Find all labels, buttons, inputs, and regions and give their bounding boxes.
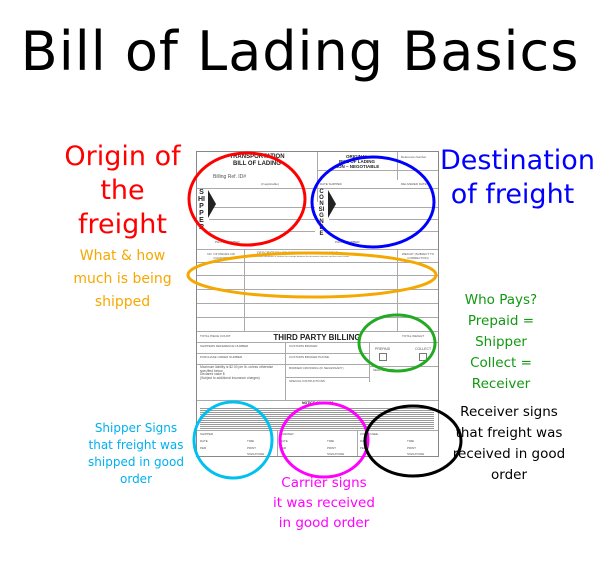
annotation-line: received in good [452,446,566,462]
time-label: TIME [407,439,415,443]
payment-ellipse [357,313,437,373]
print-label: PRINT [327,446,336,450]
third-party-billing-heading: THIRD PARTY BILLING [273,333,361,342]
prepaid-label: PREPAID [375,347,391,351]
pieces-header: NO. OF PIECES OR QUANTITY [207,252,235,260]
print-label: PRINT [247,446,256,450]
annotation-line: shipped in good order [88,455,184,486]
heading-line: TRANSPORTATION [229,154,285,160]
destination-annotation: Destination of freight [440,144,595,212]
weight-header: WEIGHT (SUBJECT TO CORRECTION) [401,252,435,260]
signature-label: SIGNATURE [407,452,425,456]
liability-line: Maximum liability is $2.00 per lb. unles… [200,365,274,369]
liability-line: Declared value $ [200,372,225,377]
original-line: ORIGINAL [346,154,368,159]
annotation-line: Prepaid = Shipper [467,313,535,350]
receiver-signature-ellipse [363,404,463,478]
receiver-signs-annotation: Receiver signs that freight was received… [448,402,570,486]
form-heading: TRANSPORTATION BILL OF LADING [197,154,317,168]
annotation-line: shipped [94,294,151,310]
customs-broker-label: CUSTOMS BROKER [289,344,318,348]
purchase-order-label: PURCHASE ORDER NUMBER [200,355,243,359]
annotation-line: the freight [78,174,167,240]
annotation-line: in good order [278,515,370,531]
annotation-line: it was received [273,495,375,511]
annotation-line: Shipper Signs [94,421,178,435]
sig-col-carrier: CARRIER [280,432,294,436]
sig-col-consignee: CONSIGNEE [360,432,379,436]
what-annotation: What & how much is being shipped [70,245,175,314]
border-crossing-label: BORDER CROSSING (IF NECESSARY) [289,366,344,370]
annotation-line: that freight was [88,438,184,452]
shipper-arrow [208,190,216,218]
origin-annotation: Origin of the freight [55,140,190,241]
carrier-signature-ellipse [278,401,370,479]
collect-checkbox[interactable] [419,353,427,361]
shipper-ref-label: SHIPPERS REFERENCE NUMBER [200,344,249,348]
signature-label: SIGNATURE [247,452,265,456]
who-pays-annotation: Who Pays? Prepaid = Shipper Collect = Re… [440,290,562,395]
date-label: DATE [200,439,208,443]
annotation-line: much is being [73,271,172,287]
per-label: PER [200,446,207,450]
carrier-signs-annotation: Carrier signs it was received in good or… [268,473,380,533]
original-line: BILL OF LADING [339,159,375,164]
date-label: DATE [280,439,288,443]
per-label: PER [280,446,287,450]
delivered-date-label: DELIVERED DATE [401,182,427,186]
time-label: TIME [247,439,255,443]
annotation-line: Receiver signs [460,404,558,420]
diagram-title: Bill of Lading Basics [20,20,580,83]
per-label: PER [360,446,367,450]
destination-ellipse [310,155,436,249]
billing-ref-label: Billing Ref. ID# [213,174,247,180]
annotation-line: of freight [450,178,575,210]
annotation-line: Destination [440,145,595,176]
description-note: This document constitutes a contract for… [249,256,350,258]
annotation-line: order [491,467,527,483]
customs-phone-label: CUSTOMS BROKER PHONE [289,355,329,359]
sig-col-shipper: SHIPPER [200,432,214,436]
goods-ellipse [186,251,438,299]
prepaid-checkbox[interactable] [379,353,387,361]
annotation-line: Collect = Receiver [470,355,532,392]
liability-line: (Subject to additional insurance charges… [200,375,260,380]
annotation-line: Who Pays? [464,292,538,308]
liability-note: Maximum liability is $2.00 per lb. unles… [200,365,274,380]
annotation-line: What & how [79,248,166,264]
special-instructions-label: SPECIAL INSTRUCTIONS [289,379,325,383]
annotation-line: that freight was [455,425,563,441]
if-applicable-label: (if applicable) [261,182,279,186]
origin-ellipse [187,151,307,247]
original-line: NON – NEGOTIABLE [334,164,380,169]
annotation-line: Origin of [64,141,181,172]
original-heading: ORIGINAL BILL OF LADING NON – NEGOTIABLE [317,154,397,169]
consignee-arrow [328,190,336,218]
shipper-signature-ellipse [192,400,274,480]
reference-number-label: Reference Number [401,155,427,159]
shipper-signs-annotation: Shipper Signs that freight was shipped i… [75,420,197,488]
time-label: TIME [327,439,335,443]
signature-label: SIGNATURE [327,452,345,456]
print-label: PRINT [407,446,416,450]
date-shipped-label: DATE SHIPPED [320,182,342,186]
total-piece-count-label: TOTAL PIECE COUNT [200,334,231,338]
heading-line: BILL OF LADING [233,161,281,167]
total-weight-label: TOTAL WEIGHT [402,334,425,338]
liability-line: specified below. [200,368,224,373]
collect-label: COLLECT [415,347,432,351]
annotation-line: Carrier signs [281,475,367,491]
